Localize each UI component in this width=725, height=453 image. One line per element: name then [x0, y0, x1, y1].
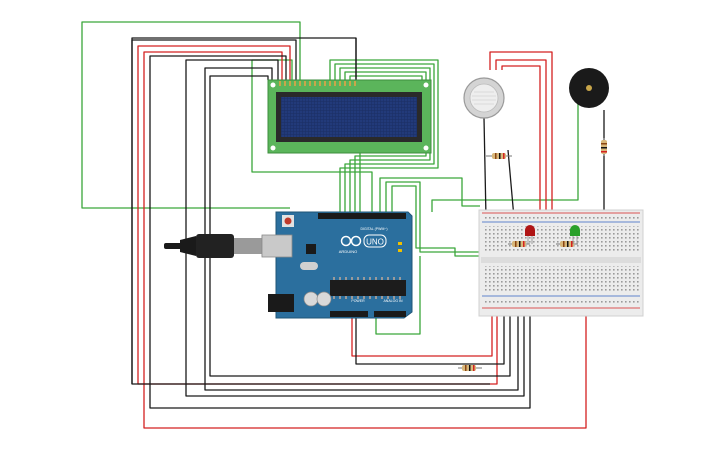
- wire-black-c: [204, 67, 519, 391]
- wires: [81, 21, 633, 429]
- resistor-sensor[interactable]: [486, 153, 512, 159]
- reset-icon[interactable]: [284, 217, 292, 225]
- wire-black-sensor: [507, 149, 515, 219]
- lcd-mount-hole: [270, 82, 276, 88]
- analog-pins-label: ANALOG IN: [383, 299, 403, 303]
- lcd-mount-hole: [270, 145, 276, 151]
- uno-badge: [363, 234, 387, 248]
- arduino-brand-label: ARDUINO: [339, 249, 357, 254]
- gas-sensor-icon[interactable]: [463, 77, 505, 119]
- piezo-buzzer-icon[interactable]: [569, 68, 609, 108]
- wire-green-d-bb1: [379, 177, 480, 212]
- led-green-icon[interactable]: [570, 225, 580, 244]
- resistor-buzzer[interactable]: [601, 138, 607, 156]
- arduino-led-indicator: [398, 249, 402, 252]
- arduino-uno-board[interactable]: UNO ARDUINO DIGITAL (PWM~) POWER ANALOG …: [261, 211, 413, 319]
- led-red-icon[interactable]: [525, 225, 535, 244]
- arduino-power-jack: [268, 294, 294, 312]
- breadboard[interactable]: [478, 209, 644, 317]
- wire-red-sensor-c: [501, 65, 541, 218]
- wire-green-buzzer: [431, 100, 579, 212]
- power-pins-label: POWER: [351, 299, 365, 303]
- wire-black-d: [209, 75, 511, 377]
- arduino-led-indicator: [398, 242, 402, 245]
- wire-green-lcd-loop: [81, 21, 301, 209]
- resistor-led-red[interactable]: [508, 241, 530, 247]
- arduino-usb-jack: [261, 234, 293, 258]
- wire-black-outer: [131, 37, 490, 385]
- wire-red-sensor-vcc: [489, 51, 553, 218]
- resistor-bottom[interactable]: [458, 365, 482, 371]
- wire-green-d-bb3: [391, 185, 580, 257]
- arduino-capacitor: [316, 291, 332, 307]
- wire-black-e: [355, 312, 505, 365]
- wire-red-lcd-vcc: [137, 45, 498, 385]
- arduino-crystal: [300, 262, 318, 270]
- wire-black-a: [149, 55, 531, 409]
- wire-red-gnd-loop: [143, 51, 587, 429]
- lcd-mount-hole: [423, 145, 429, 151]
- breadboard-center-channel: [481, 257, 641, 263]
- arduino-capacitor: [303, 291, 319, 307]
- arduino-power-header: [330, 311, 368, 317]
- resistor-led-green[interactable]: [556, 241, 578, 247]
- lcd-pins: [279, 81, 356, 86]
- wire-red-power: [351, 312, 493, 357]
- lcd-screen: [281, 97, 417, 137]
- uno-label: UNO: [366, 238, 384, 247]
- digital-pins-label: DIGITAL (PWM~): [360, 227, 387, 231]
- wire-red-sensor-b: [495, 59, 547, 218]
- lcd-mount-hole: [423, 82, 429, 88]
- wire-green-analog: [375, 256, 421, 335]
- wire-green-lcd-f: [251, 59, 373, 212]
- arduino-analog-header: [374, 311, 406, 317]
- arduino-mcu-chip: [330, 280, 406, 296]
- arduino-digital-header: [318, 213, 406, 219]
- arduino-infinity-logo: [340, 235, 362, 247]
- wire-green-lcd-a: [329, 59, 439, 212]
- wire-black-sensor2: [483, 117, 487, 219]
- arduino-small-chip: [306, 244, 316, 254]
- lcd-16x2-icon[interactable]: [267, 79, 432, 154]
- wire-green-d-bb2: [385, 181, 520, 253]
- wire-black-b: [185, 59, 525, 397]
- chip-pins: [333, 277, 401, 299]
